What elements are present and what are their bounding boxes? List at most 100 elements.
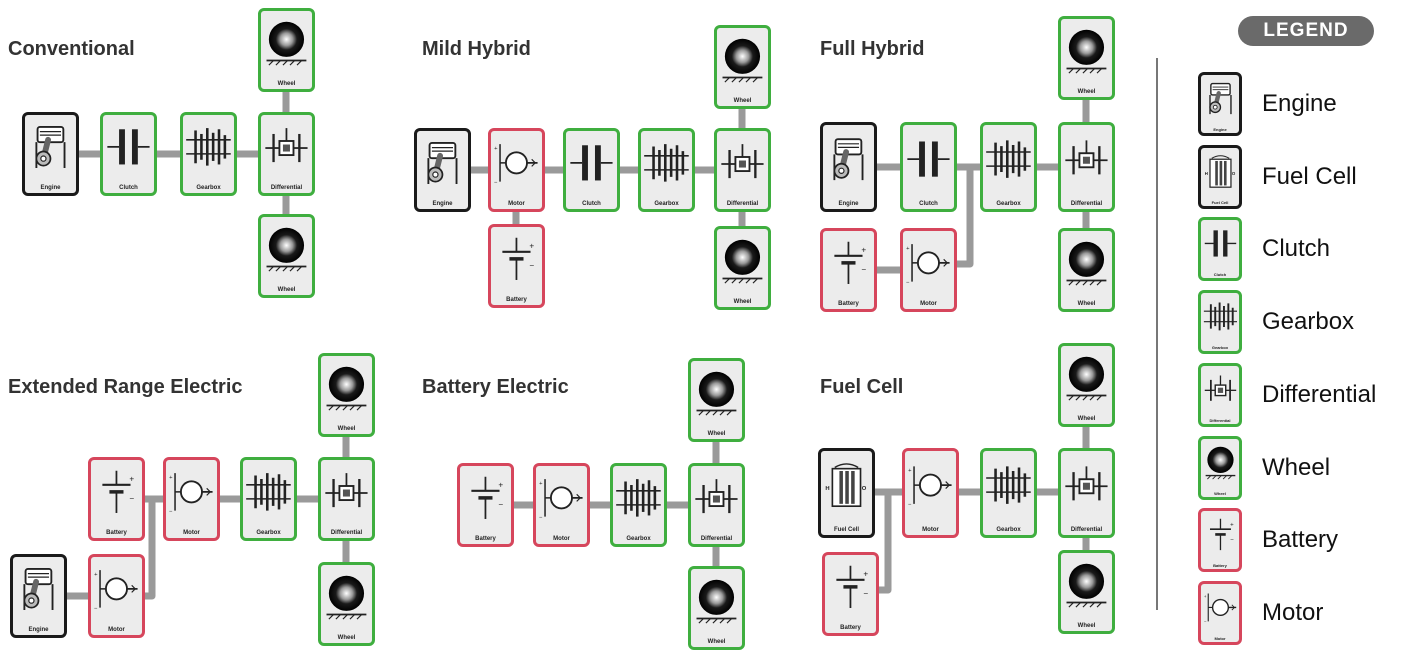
differential-block: Differential — [258, 112, 315, 196]
differential-icon — [265, 128, 308, 163]
driveline-link — [879, 492, 892, 594]
block-label: Motor — [508, 201, 525, 207]
battery-block: +−Battery — [822, 552, 879, 636]
legend-engine-swatch: Engine — [1198, 72, 1242, 136]
legend-title: LEGEND — [1238, 16, 1374, 46]
battery-icon: +− — [102, 470, 134, 514]
svg-text:+: + — [498, 480, 503, 489]
legend-gearbox-label: Gearbox — [1262, 308, 1355, 335]
svg-text:+: + — [529, 241, 534, 250]
block-label: Engine — [838, 201, 859, 207]
wheel-block: Wheel — [1058, 550, 1115, 634]
clutch-block: Clutch — [100, 112, 157, 196]
block-label: Clutch — [919, 201, 938, 207]
block-label: Wheel — [707, 639, 726, 645]
wheel-block: Wheel — [258, 214, 315, 298]
battery-icon: +− — [836, 565, 868, 609]
gearbox-block: Gearbox — [980, 448, 1037, 538]
svg-text:+: + — [861, 245, 866, 254]
legend-engine-label: Engine — [1262, 90, 1337, 117]
wheel-block: Wheel — [1058, 16, 1115, 100]
wheel-block: Wheel — [258, 8, 315, 92]
block-label: Wheel — [1077, 301, 1096, 307]
wheel-icon — [1066, 29, 1107, 74]
svg-text:−: − — [169, 509, 173, 515]
clutch-icon — [107, 129, 150, 165]
block-label: Differential — [270, 185, 303, 191]
gearbox-icon — [1203, 302, 1237, 331]
svg-text:+: + — [94, 572, 98, 578]
engine-block: Engine — [22, 112, 79, 196]
clutch-icon — [907, 141, 950, 178]
legend-wheel-label: Wheel — [1262, 454, 1331, 481]
block-label: Clutch — [119, 185, 138, 191]
engine-block: Engine — [820, 122, 877, 212]
block-label: Battery — [106, 530, 127, 536]
wheel-icon — [326, 366, 367, 411]
clutch-icon — [570, 145, 613, 181]
engine-block: Engine — [414, 128, 471, 212]
motor-icon: +− — [1203, 593, 1236, 624]
diagram-title-conventional: Conventional — [8, 38, 135, 60]
battery-icon: +− — [1209, 519, 1234, 551]
gearbox-block: Gearbox — [638, 128, 695, 212]
block-label: Motor — [922, 527, 939, 533]
battery-block: +−Battery — [457, 463, 514, 547]
gearbox-icon — [186, 128, 231, 166]
block-label: Gearbox — [196, 185, 221, 191]
motor-block: +−Motor — [902, 448, 959, 538]
legend-motor-label: Motor — [1262, 599, 1324, 626]
svg-text:−: − — [906, 280, 910, 286]
differential-icon — [721, 144, 764, 179]
gearbox-icon — [246, 473, 291, 511]
block-label: Battery — [1213, 563, 1227, 568]
block-label: Battery — [506, 297, 527, 303]
wheel-icon — [722, 239, 763, 284]
block-label: Gearbox — [654, 201, 679, 207]
block-label: Clutch — [1213, 272, 1227, 277]
block-label: Wheel — [707, 431, 726, 437]
motor-icon: +− — [494, 144, 538, 186]
block-label: Engine — [28, 627, 49, 633]
gearbox-block: Gearbox — [180, 112, 237, 196]
block-label: Wheel — [1077, 416, 1096, 422]
wheel-icon — [326, 575, 367, 620]
block-label: Wheel — [733, 98, 752, 104]
motor-block: +−Motor — [900, 228, 957, 312]
wheel-icon — [722, 38, 763, 83]
svg-text:−: − — [1230, 537, 1234, 544]
svg-text:−: − — [529, 261, 534, 270]
clutch-block: Clutch — [563, 128, 620, 212]
svg-text:−: − — [94, 606, 98, 612]
block-label: Differential — [330, 530, 363, 536]
engine-icon — [833, 138, 864, 181]
svg-text:−: − — [129, 494, 134, 503]
svg-text:+: + — [863, 569, 868, 578]
block-label: Wheel — [1214, 491, 1226, 496]
driveline-link — [145, 499, 156, 600]
wheel-icon — [1066, 563, 1107, 608]
motor-block: +−Motor — [163, 457, 220, 541]
block-label: Wheel — [337, 635, 356, 641]
differential-block: Differential — [318, 457, 375, 541]
engine-icon — [35, 126, 66, 169]
block-label: Gearbox — [996, 527, 1021, 533]
engine-icon — [427, 142, 458, 185]
motor-block: +−Motor — [533, 463, 590, 547]
svg-text:+: + — [129, 474, 134, 483]
wheel-block: Wheel — [1058, 228, 1115, 312]
gearbox-icon — [616, 479, 661, 517]
block-label: Wheel — [1077, 623, 1096, 629]
block-label: Wheel — [277, 287, 296, 293]
differential-block: Differential — [688, 463, 745, 547]
engine-icon — [23, 568, 54, 611]
wheel-block: Wheel — [688, 358, 745, 442]
wheel-block: Wheel — [318, 353, 375, 437]
motor-icon: +− — [539, 479, 583, 521]
svg-text:H: H — [825, 486, 829, 492]
legend-gearbox-swatch: Gearbox — [1198, 290, 1242, 354]
battery-block: +−Battery — [88, 457, 145, 541]
